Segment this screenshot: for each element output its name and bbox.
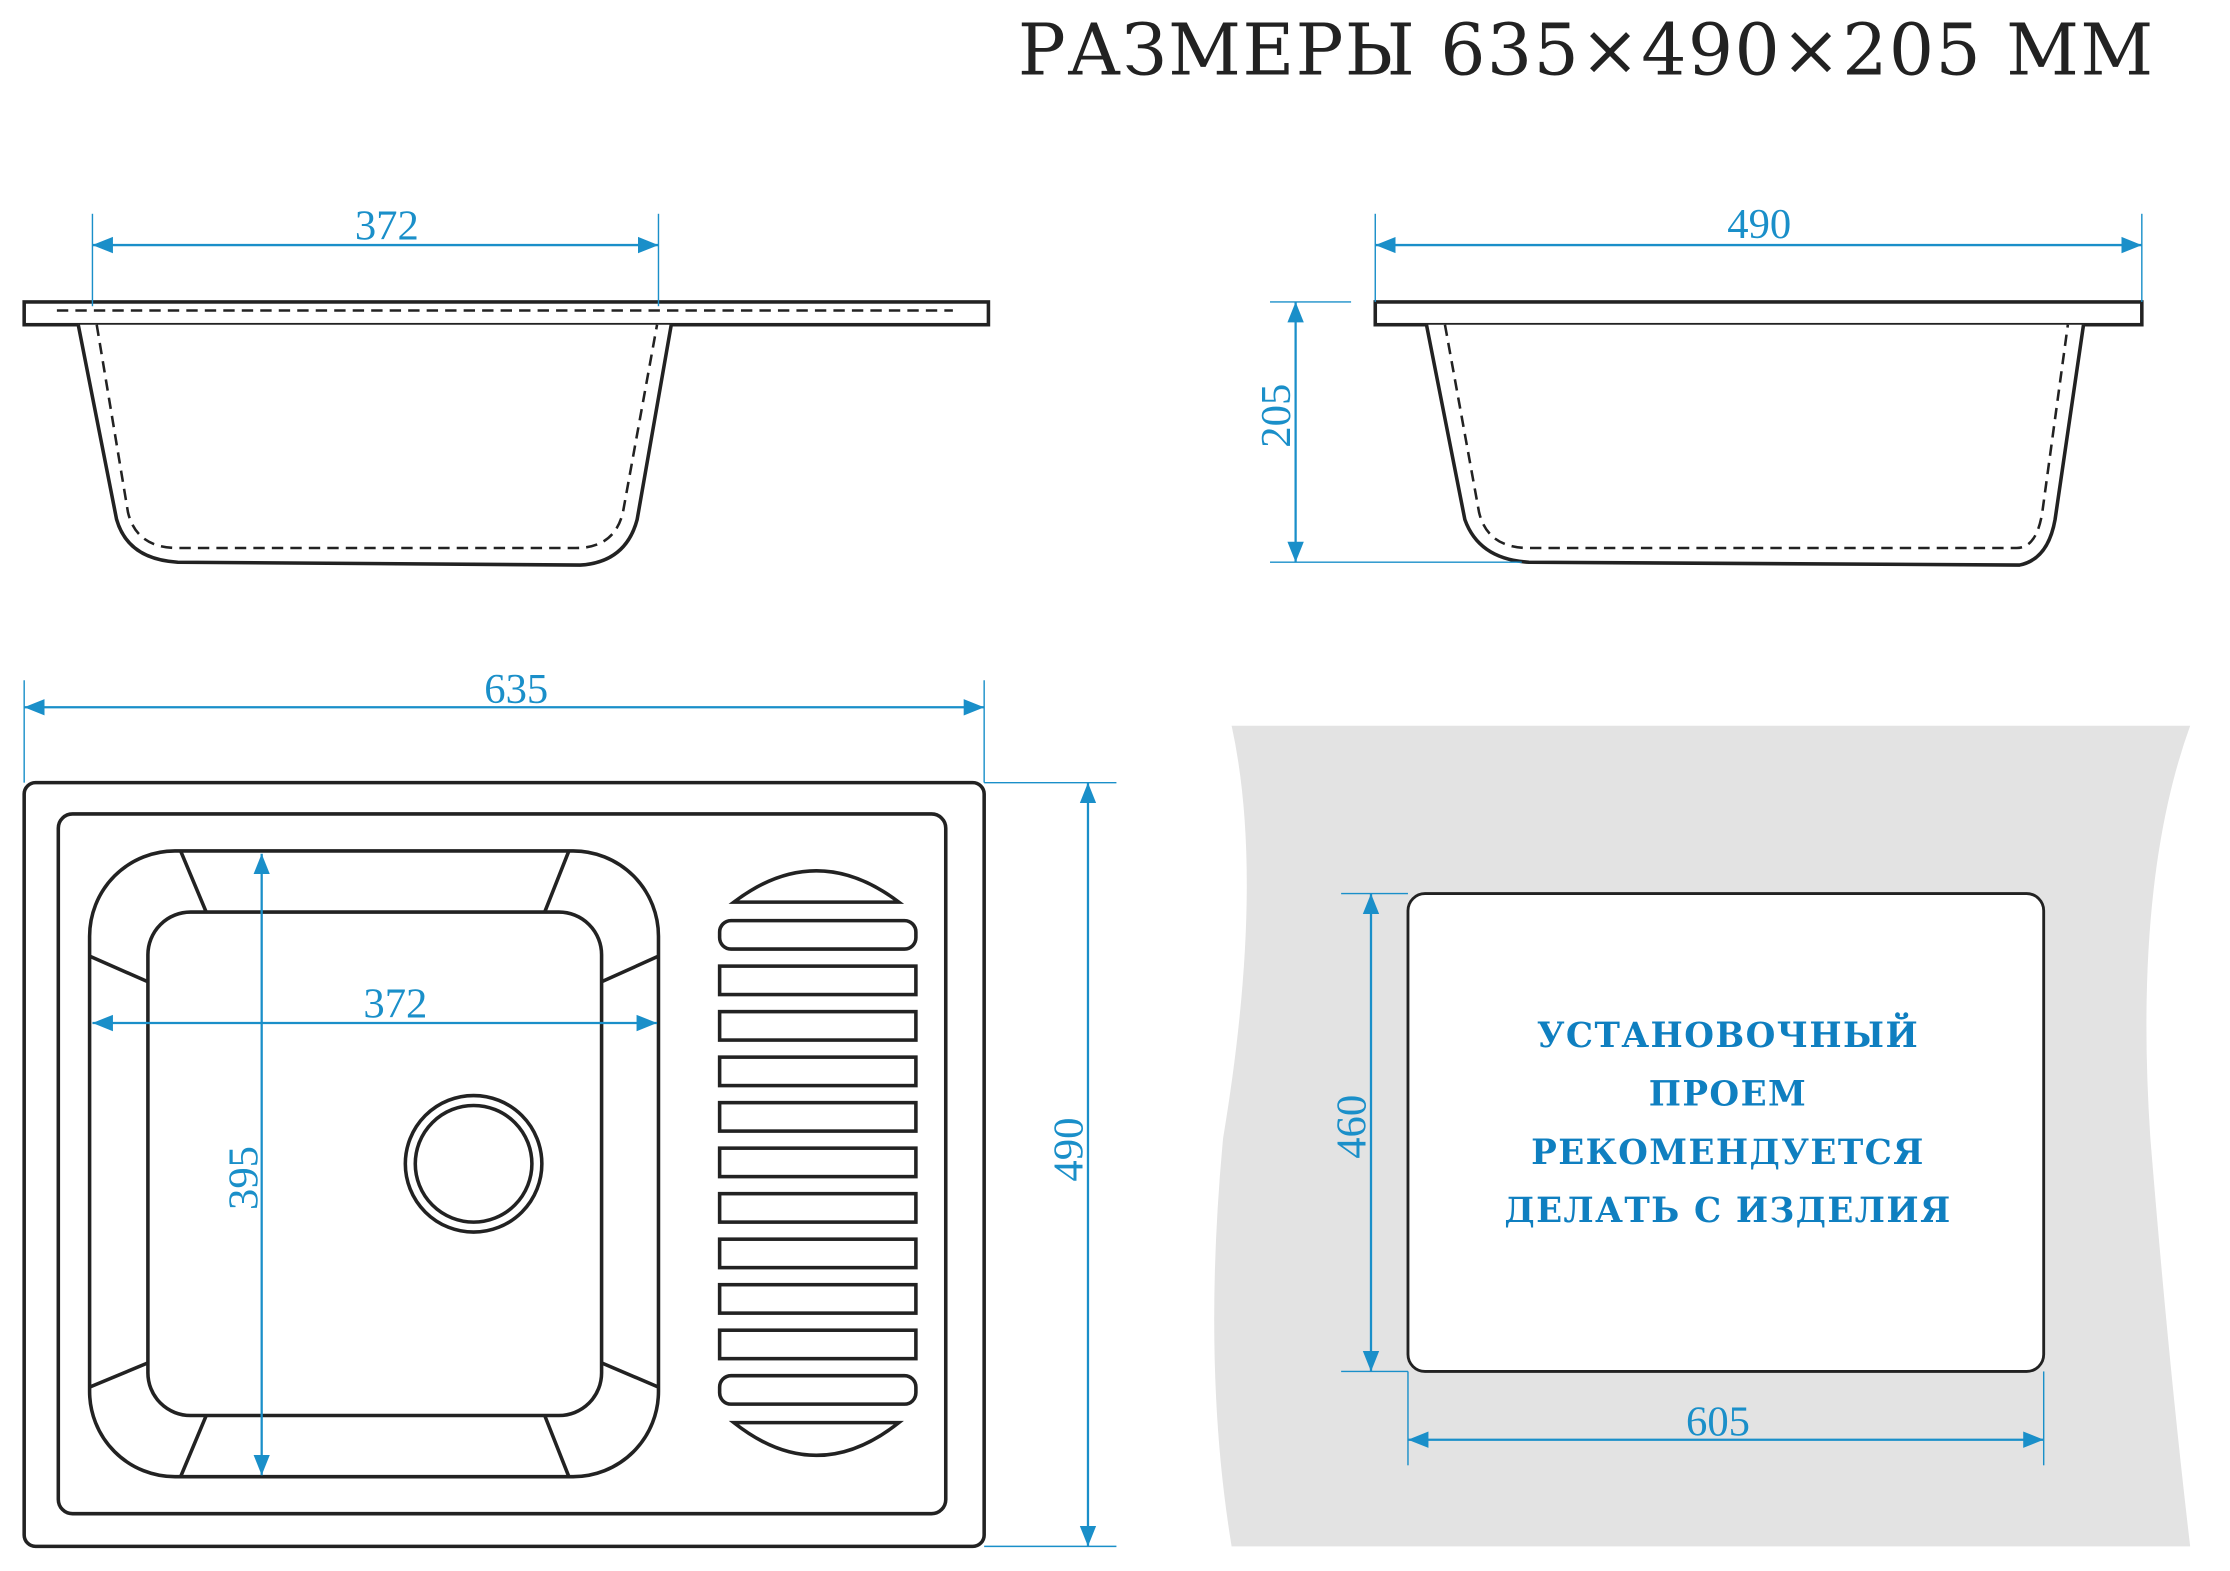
side-view-left: 372 — [22, 202, 991, 567]
dim-overall-width: 635 — [484, 666, 548, 713]
drainboard-ribs — [717, 869, 918, 1458]
cutout-view: 460 605 УСТАНОВОЧНЫЙ ПРОЕМ РЕКОМЕНДУЕТСЯ… — [1214, 725, 2191, 1547]
dim-depth: 205 — [1253, 384, 1300, 448]
top-view: 635 490 372 395 — [22, 666, 1117, 1549]
dim-overall-depth: 490 — [1045, 1118, 1092, 1182]
dim-right-width: 490 — [1727, 201, 1791, 248]
cutout-note-line: РЕКОМЕНДУЕТСЯ — [1531, 1133, 1925, 1173]
dim-cutout-width: 605 — [1686, 1398, 1750, 1445]
page-title: РАЗМЕРЫ 635×490×205 ММ — [1018, 8, 2155, 91]
cutout-note-line: ПРОЕМ — [1649, 1074, 1808, 1114]
cutout-note-line: ДЕЛАТЬ С ИЗДЕЛИЯ — [1504, 1191, 1951, 1231]
dim-bowl-width: 372 — [363, 980, 427, 1027]
dim-cutout-height: 460 — [1328, 1095, 1375, 1159]
cutout-opening — [1406, 892, 2046, 1373]
cutout-note-line: УСТАНОВОЧНЫЙ — [1537, 1013, 1919, 1056]
dim-left-bowl-width: 372 — [355, 202, 419, 249]
dim-bowl-depth: 395 — [220, 1146, 267, 1210]
side-view-right: 490 205 — [1253, 201, 2144, 567]
